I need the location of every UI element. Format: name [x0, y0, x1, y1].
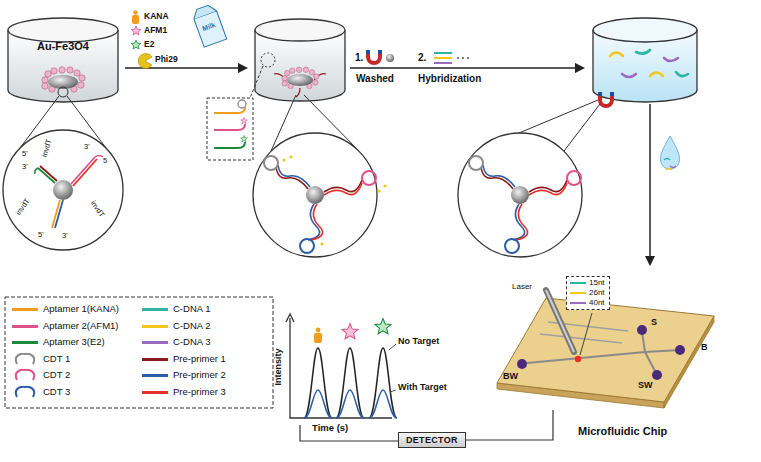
legend-text: C-DNA 3: [173, 336, 210, 348]
trace-label: No Target: [398, 337, 439, 347]
port-label: BW: [503, 372, 518, 382]
strand-line: [570, 292, 586, 294]
connector: [466, 410, 553, 440]
sample-name: Milk: [201, 21, 216, 33]
strand-end: 5': [22, 150, 28, 158]
analyte-name: E2: [144, 40, 154, 49]
loop-sample: [16, 370, 34, 380]
step-name: Washed: [356, 73, 394, 84]
strand-line: [570, 302, 586, 304]
strand-end: 5: [103, 157, 107, 165]
length-inset: 15nt26nt40nt: [566, 276, 610, 310]
legend-text: C-DNA 1: [173, 303, 210, 315]
legend-swatch: [142, 308, 168, 311]
legend-text: C-DNA 2: [173, 320, 210, 332]
chip-title: Microfluidic Chip: [578, 425, 667, 437]
legend-text: Aptamer 3(E2): [43, 336, 105, 348]
modification-label: invdT: [89, 199, 106, 219]
legend-swatch: [12, 308, 38, 311]
detector-label: DETECTOR: [406, 435, 458, 445]
loop-sample: [16, 386, 34, 396]
fragment-length: 40nt: [589, 298, 605, 308]
strand-end: 5': [38, 231, 44, 239]
length-row: 26nt: [570, 288, 605, 298]
port-label: SW: [638, 381, 653, 391]
length-row: 40nt: [570, 298, 605, 308]
analyte-name: KANA: [144, 12, 169, 21]
legend-swatch: [142, 391, 168, 394]
step-number: 1.: [355, 52, 363, 63]
legend-text: Pre-primer 1: [173, 353, 226, 365]
step-number: 2.: [418, 52, 426, 63]
modification-label: invdT: [15, 197, 32, 217]
legend-text: Pre-primer 3: [173, 386, 226, 398]
analyte-name: AFM1: [144, 26, 167, 35]
strand-end: 3': [84, 143, 90, 151]
detector-box: DETECTOR: [398, 432, 466, 448]
legend-loop: [12, 353, 38, 365]
beaker-label: Au-Fe3O4: [12, 40, 114, 52]
legend-loop: [12, 369, 38, 381]
strand-end: 3': [22, 163, 28, 171]
legend-text: Pre-primer 2: [173, 369, 226, 381]
laser-label: Laser: [512, 283, 532, 292]
particle-name: Au-Fe3O4: [12, 40, 114, 52]
step-name: Hybridization: [418, 73, 481, 84]
port-label: B: [701, 343, 708, 353]
loop-sample: [16, 353, 34, 363]
legend-loop: [12, 386, 38, 398]
port-label: S: [651, 318, 657, 328]
legend-text: Aptamer 2(AFM1): [43, 320, 119, 332]
legend-swatch: [12, 341, 38, 344]
fragment-length: 15nt: [589, 278, 605, 288]
axis-title: Time (s): [312, 423, 348, 433]
legend-text: CDT 1: [43, 353, 70, 365]
fragment-length: 26nt: [589, 288, 605, 298]
strand-end: 3': [62, 232, 68, 240]
legend-text: CDT 2: [43, 369, 70, 381]
trace-label: With Target: [398, 383, 447, 393]
axis-title: Intensity: [274, 348, 284, 385]
length-row: 15nt: [570, 278, 605, 288]
enzyme-name: Phi29: [155, 55, 178, 64]
legend-swatch: [12, 325, 38, 328]
legend-swatch: [142, 325, 168, 328]
legend-swatch: [142, 374, 168, 377]
strand-line: [570, 282, 586, 284]
legend-swatch: [142, 358, 168, 361]
legend-text: CDT 3: [43, 386, 70, 398]
legend-text: Aptamer 1(KANA): [43, 303, 119, 315]
modification-label: invdT: [41, 138, 54, 158]
legend-swatch: [142, 341, 168, 344]
